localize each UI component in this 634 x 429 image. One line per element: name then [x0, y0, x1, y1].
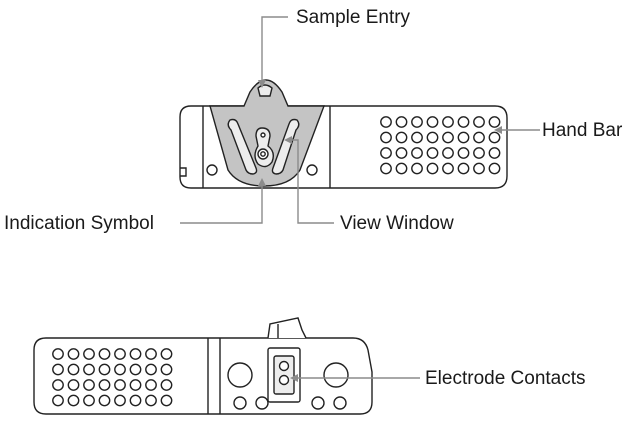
module-hole-right [306, 164, 318, 176]
grip-hole [145, 348, 157, 360]
view-window-label: View Window [340, 213, 454, 234]
grip-hole [114, 379, 126, 391]
back-large-hole-right [323, 362, 349, 388]
grip-hole [67, 363, 80, 376]
grip-hole [473, 147, 485, 159]
right-slot [271, 118, 300, 175]
grip-hole [395, 131, 408, 144]
left-slot [227, 118, 258, 175]
grip-hole [411, 116, 423, 128]
grip-hole [395, 162, 408, 175]
grip-hole [473, 116, 485, 128]
grip-hole [129, 348, 142, 360]
strip-front-view [179, 79, 508, 189]
grip-hole [426, 116, 439, 128]
grip-hole [145, 394, 157, 407]
grip-hole [395, 147, 408, 159]
hand-bar-holes [380, 116, 501, 175]
sample-entry-leader [258, 16, 288, 88]
strip-back-view [33, 317, 373, 415]
grip-hole [457, 162, 470, 175]
grip-hole [129, 379, 142, 391]
indication-symbol-leader [180, 178, 266, 224]
callout-lines [180, 16, 540, 382]
grip-hole [442, 147, 454, 159]
grip-hole [411, 162, 423, 175]
grip-hole [473, 162, 485, 175]
grip-hole [473, 131, 485, 144]
grip-hole [83, 348, 95, 360]
grip-hole [442, 162, 454, 175]
grip-hole [145, 363, 157, 376]
grip-hole [52, 363, 64, 376]
view-window-leader [284, 136, 334, 224]
grip-hole [160, 379, 173, 391]
grip-hole [160, 348, 173, 360]
grip-hole [457, 147, 470, 159]
strip-notch [180, 167, 187, 177]
grip-hole [98, 348, 111, 360]
grip-hole [67, 348, 80, 360]
grip-hole [83, 394, 95, 407]
sample-entry-label: Sample Entry [296, 7, 411, 28]
sample-entry-port [257, 84, 273, 97]
grip-hole [380, 162, 392, 175]
grip-hole [442, 116, 454, 128]
back-large-hole-left [227, 362, 253, 388]
grip-hole [52, 394, 64, 407]
electrode-contact-1 [278, 360, 290, 372]
grip-hole [457, 116, 470, 128]
hand-bar-label: Hand Bar [542, 120, 623, 141]
grip-hole [83, 379, 95, 391]
grip-hole [488, 162, 501, 175]
grip-hole [129, 394, 142, 407]
grip-hole [426, 162, 439, 175]
grip-hole [52, 348, 64, 360]
grip-hole [488, 147, 501, 159]
grip-hole [114, 348, 126, 360]
electrode-contacts-label: Electrode Contacts [425, 368, 586, 389]
grip-hole [67, 379, 80, 391]
electrode-contact-2 [278, 374, 290, 386]
module-hole-left [206, 164, 218, 176]
grip-hole [380, 131, 392, 144]
indication-symbol-label: Indication Symbol [4, 213, 154, 234]
grip-hole [52, 379, 64, 391]
grip-hole [98, 394, 111, 407]
grip-hole [83, 363, 95, 376]
grip-hole [426, 147, 439, 159]
grip-hole [380, 116, 392, 128]
grip-hole [380, 147, 392, 159]
grip-hole [114, 363, 126, 376]
back-grip-holes [52, 348, 173, 407]
grip-hole [160, 394, 173, 407]
grip-hole [129, 363, 142, 376]
grip-hole [67, 394, 80, 407]
grip-hole [457, 131, 470, 144]
grip-hole [411, 147, 423, 159]
grip-hole [98, 379, 111, 391]
grip-hole [98, 363, 111, 376]
grip-hole [426, 131, 439, 144]
grip-hole [160, 363, 173, 376]
back-tab [267, 317, 307, 339]
grip-hole [114, 394, 126, 407]
grip-hole [145, 379, 157, 391]
grip-hole [411, 131, 423, 144]
grip-hole [442, 131, 454, 144]
grip-hole [395, 116, 408, 128]
